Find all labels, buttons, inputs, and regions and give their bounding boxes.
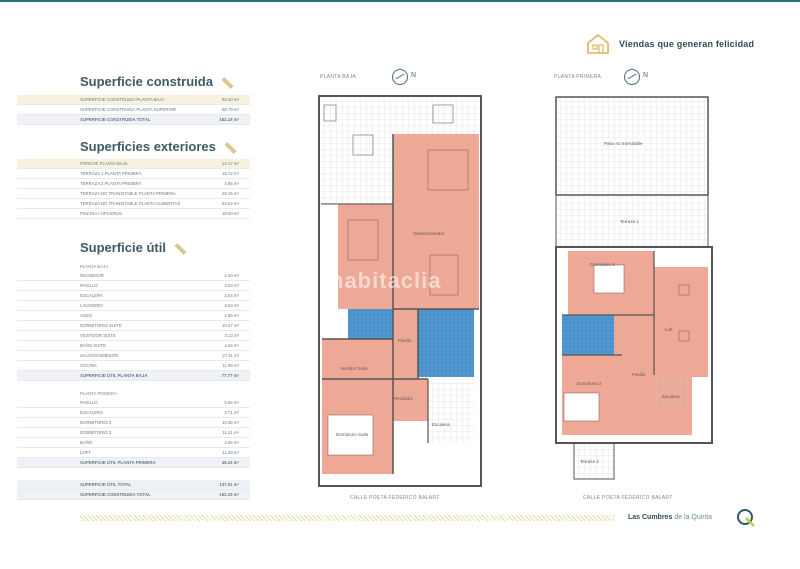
table-subheader: PLANTA BAJA xyxy=(80,264,109,269)
plan-title-primera: PLANTA PRIMERA xyxy=(554,74,602,80)
room-label-loft: Loft xyxy=(665,327,673,332)
street-label-baja: CALLE POETA FEDERICO BALART xyxy=(350,495,440,501)
room-label-terraza-1: Terraza 1 xyxy=(620,219,639,224)
watermark: habitaclia xyxy=(330,268,442,293)
street-label-primera: CALLE POETA FEDERICO BALART xyxy=(583,495,673,501)
floor-plan-baja xyxy=(318,95,482,487)
house-icon xyxy=(587,33,609,54)
accent-tick xyxy=(224,141,237,154)
room-label-recibidor: Recibidor xyxy=(394,396,414,401)
footer-brand: Las Cumbres de la Quinta xyxy=(628,514,713,521)
room-label-dormitorio-suite: Dormitorio Suite xyxy=(336,432,369,437)
north-label: N xyxy=(643,72,649,79)
room-label-terraza-2: Terraza 2 xyxy=(580,459,599,464)
plan-title-baja: PLANTA BAJA xyxy=(320,74,356,80)
accent-tick xyxy=(174,242,187,255)
brand-header: Viendas que generan felicidad xyxy=(585,33,754,55)
brand-tagline: Viendas que generan felicidad xyxy=(619,39,755,49)
top-border xyxy=(0,0,800,2)
room-label-pasillo-primera: Pasillo xyxy=(632,372,646,377)
accent-tick xyxy=(221,76,234,89)
heading-util: Superficie útil xyxy=(80,240,187,255)
room-label-vestidor: Vestidor Suite xyxy=(340,366,368,371)
room-label-escalera-primera: Escalera xyxy=(662,394,680,399)
room-label-dormitorio-3: Dormitorio 3 xyxy=(590,262,615,267)
heading-construida: Superficie construida xyxy=(80,74,234,89)
room-label-salon: Salón/Comedor xyxy=(413,231,445,236)
compass-icon xyxy=(392,69,408,85)
room-label-patio: Patio no transitable xyxy=(604,141,643,146)
floor-plan-primera xyxy=(555,96,713,480)
footer-stripe xyxy=(80,515,615,521)
quinta-q-logo-icon xyxy=(737,509,755,527)
table-subheader: PLANTA PRIMERA xyxy=(80,391,117,396)
compass-icon xyxy=(624,69,640,85)
north-label: N xyxy=(411,72,417,79)
heading-exteriores: Superficies exteriores xyxy=(80,139,237,154)
room-label-dormitorio-2: Dormitorio 2 xyxy=(577,381,602,386)
room-label-escalera: Escalera xyxy=(432,422,450,427)
room-label-pasillo: Pasillo xyxy=(398,338,412,343)
